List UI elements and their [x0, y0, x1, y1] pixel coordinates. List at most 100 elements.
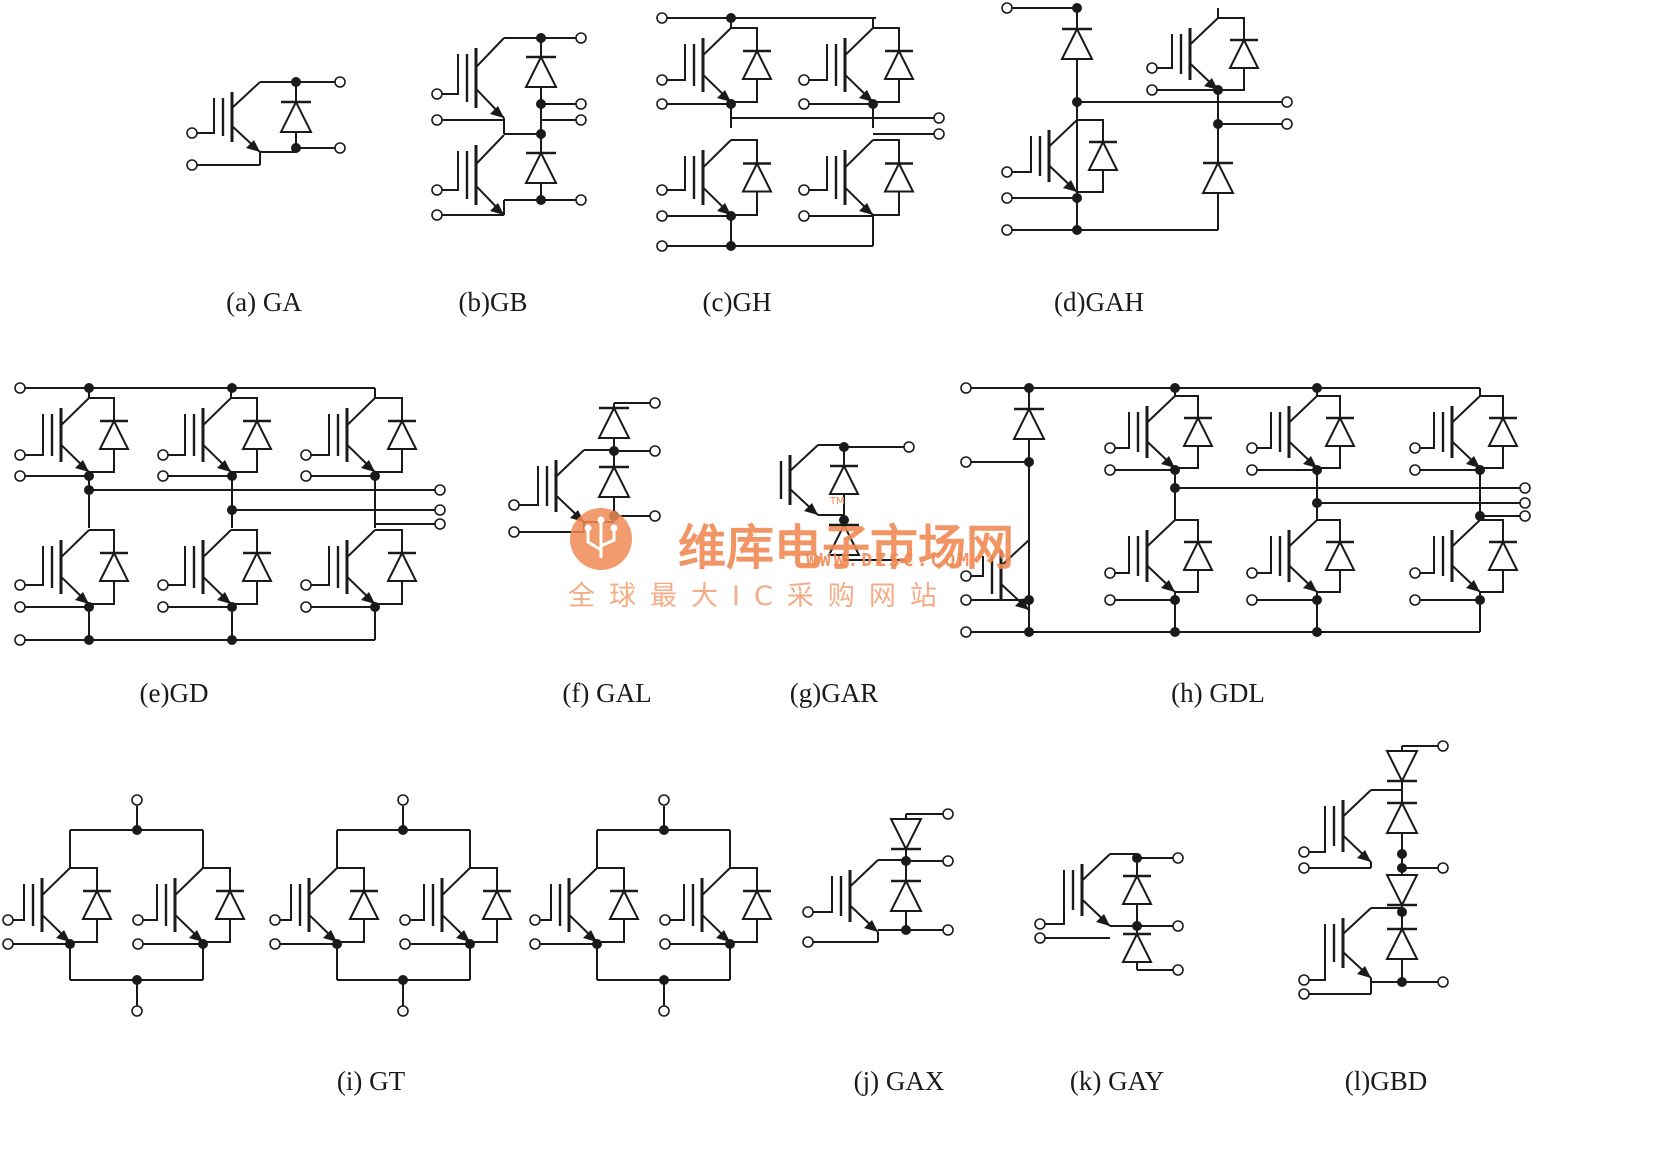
igbt-symbol [1304, 907, 1372, 981]
terminal [186, 159, 198, 171]
emitter-arrow [361, 592, 375, 604]
diode-triangle [1012, 406, 1046, 440]
gate-lead [405, 884, 425, 921]
diode-triangle [827, 522, 861, 556]
collector-lead [346, 529, 376, 558]
igbt-symbol [1152, 17, 1219, 91]
diode-triangle [81, 888, 113, 920]
igbt-symbol [808, 859, 879, 933]
collector-lead [231, 81, 261, 109]
diode-triangle [98, 550, 130, 582]
terminal [431, 88, 443, 100]
terminal [1437, 740, 1449, 752]
gate-lead [20, 546, 44, 586]
terminal [649, 510, 661, 522]
collector-lead [844, 27, 874, 56]
igbt-symbol [437, 134, 505, 216]
terminal [1001, 166, 1013, 178]
igbt-symbol [275, 867, 338, 943]
terminal [1146, 84, 1158, 96]
caption-gar: (g)GAR [789, 678, 879, 708]
collector-lead [849, 859, 879, 888]
caption-gt: (i) GT [336, 1066, 406, 1096]
diode-triangle [481, 888, 513, 920]
collector-lead [1146, 395, 1176, 424]
diode-triangle [889, 878, 923, 912]
terminal [659, 914, 671, 926]
terminal [960, 626, 972, 638]
diode-triangle [597, 464, 631, 498]
terminal [575, 194, 587, 206]
igbt-symbol [437, 37, 505, 119]
terminal [1519, 482, 1531, 494]
circuit-gh [656, 12, 945, 252]
diode-triangle [214, 888, 246, 920]
terminal [300, 579, 312, 591]
emitter-arrow [323, 930, 337, 942]
diode-symbol [1121, 931, 1153, 963]
junction-dot [84, 635, 94, 645]
circuit-gbd [1298, 740, 1449, 1000]
terminal [2, 938, 14, 950]
gate-lead [1252, 412, 1272, 449]
diode-triangle [348, 888, 380, 920]
emitter-arrow [1063, 180, 1077, 192]
collector-lead [174, 867, 204, 896]
terminal [157, 601, 169, 613]
igbt-symbol [662, 139, 732, 216]
diode-symbol [1487, 415, 1519, 447]
caption-gb: (b)GB [458, 287, 528, 317]
igbt-symbol [1110, 395, 1176, 469]
terminal [131, 1005, 143, 1017]
terminal [1298, 862, 1310, 874]
diode-symbol [889, 818, 923, 852]
emitter-arrow [1357, 966, 1371, 978]
diode-symbol [1182, 539, 1214, 571]
terminal [1409, 442, 1421, 454]
terminal [575, 98, 587, 110]
collector-lead [844, 139, 874, 169]
watermark-tm: TM [830, 496, 845, 507]
emitter-arrow [75, 592, 89, 604]
terminal [802, 936, 814, 948]
terminal [529, 914, 541, 926]
caption-gay: (k) GAY [1069, 1066, 1165, 1096]
gate-lead [1110, 536, 1130, 574]
gate-lead [138, 884, 158, 921]
terminal [399, 938, 411, 950]
terminal [656, 240, 668, 252]
diode-symbol [241, 550, 273, 582]
terminal [1519, 497, 1531, 509]
caption-gah: (d)GAH [1054, 287, 1144, 317]
terminal [132, 938, 144, 950]
emitter-arrow [1303, 456, 1317, 468]
collector-lead [702, 139, 732, 169]
junction-dot [227, 635, 237, 645]
junction-dot [1024, 595, 1034, 605]
terminal [1298, 846, 1310, 858]
diode-triangle [741, 888, 773, 920]
diode-symbol [828, 463, 860, 495]
gate-lead [8, 884, 25, 921]
gate-lead [1252, 536, 1272, 574]
emitter-arrow [1161, 456, 1175, 468]
gate-lead [437, 54, 459, 95]
terminal [1409, 594, 1421, 606]
terminal [1246, 442, 1258, 454]
diode-symbol [889, 878, 923, 912]
gate-lead [275, 884, 292, 921]
circuit-gax [802, 808, 954, 948]
terminal [157, 470, 169, 482]
diode-symbol [1228, 37, 1260, 69]
circuit-ga [186, 76, 346, 171]
emitter-arrow [717, 90, 731, 102]
terminal [508, 499, 520, 511]
diode-triangle [1385, 874, 1419, 908]
terminal [397, 1005, 409, 1017]
collector-lead [1342, 789, 1372, 818]
terminal [434, 504, 446, 516]
diode-triangle [1385, 926, 1419, 960]
diode-symbol [1324, 415, 1356, 447]
terminal [300, 601, 312, 613]
